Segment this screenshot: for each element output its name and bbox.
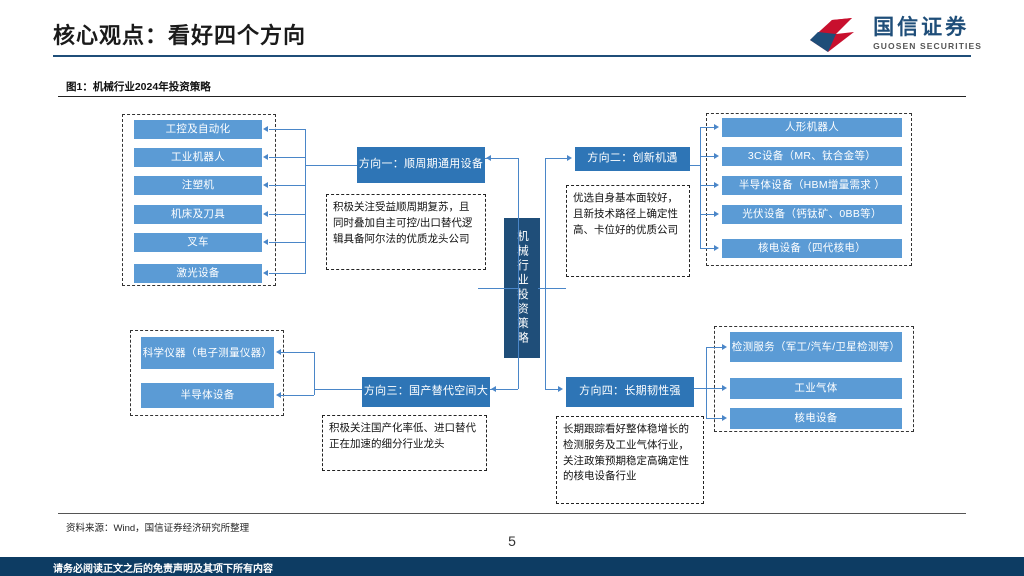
desc-direction-four: 长期跟踪看好整体稳增长的检测服务及工业气体行业，关注政策预期稳定高确定性的核电设… bbox=[556, 416, 704, 504]
connector-d1-center-h bbox=[485, 158, 518, 160]
arrow-d1-title bbox=[486, 155, 491, 161]
arrow-d3-1 bbox=[276, 392, 281, 398]
arrow-d2-2 bbox=[714, 182, 719, 188]
arrow-d4-2 bbox=[722, 415, 727, 421]
node-d3-item-0[interactable]: 科学仪器（电子测量仪器） bbox=[141, 337, 274, 369]
node-d1-item-1[interactable]: 工业机器人 bbox=[134, 148, 262, 167]
connector-center-d4-v bbox=[545, 288, 547, 389]
arrow-d4-title bbox=[558, 386, 563, 392]
arrow-d2-3 bbox=[714, 211, 719, 217]
arrow-d2-1 bbox=[714, 153, 719, 159]
connector-d3-center-v bbox=[518, 288, 520, 389]
arrow-d4-0 bbox=[722, 344, 727, 350]
connector-d4-2 bbox=[706, 418, 723, 420]
spine-d1 bbox=[305, 129, 307, 274]
spine-d3 bbox=[314, 352, 316, 395]
connector-d2-1 bbox=[700, 156, 715, 158]
connector-d3-to-title bbox=[314, 389, 362, 391]
spine-d2 bbox=[700, 127, 702, 249]
brand-logo: 国信证券 GUOSEN SECURITIES bbox=[806, 14, 982, 54]
node-d2-item-0[interactable]: 人形机器人 bbox=[722, 118, 902, 137]
connector-center-d2-v bbox=[545, 158, 547, 288]
arrow-d1-0 bbox=[263, 126, 268, 132]
connector-d1-0 bbox=[269, 129, 305, 131]
connector-d3-0 bbox=[281, 352, 314, 354]
connector-d1-2 bbox=[269, 185, 305, 187]
arrow-d3-title bbox=[491, 386, 496, 392]
connector-center-d4-h bbox=[545, 389, 559, 391]
group-box-direction-three bbox=[130, 330, 284, 416]
desc-direction-one: 积极关注受益顺周期复苏，且同时叠加自主可控/出口替代逻辑具备阿尔法的优质龙头公司 bbox=[326, 194, 486, 270]
node-direction-four-title[interactable]: 方向四：长期韧性强 bbox=[566, 377, 694, 407]
node-d2-item-2[interactable]: 半导体设备（HBM增量需求 ） bbox=[722, 176, 902, 195]
node-direction-two-title[interactable]: 方向二：创新机遇 bbox=[575, 147, 690, 171]
group-box-direction-four bbox=[714, 326, 914, 432]
connector-d1-3 bbox=[269, 214, 305, 216]
guosen-logo-icon bbox=[810, 18, 855, 52]
connector-d4-title-to-spine bbox=[694, 388, 706, 390]
logo-text-cn: 国信证券 bbox=[873, 16, 970, 40]
group-box-direction-one bbox=[122, 114, 276, 286]
title-underline bbox=[53, 55, 971, 57]
connector-d2-3 bbox=[700, 214, 715, 216]
node-d3-item-1[interactable]: 半导体设备 bbox=[141, 383, 274, 408]
arrow-d2-4 bbox=[714, 245, 719, 251]
desc-direction-three: 积极关注国产化率低、进口替代正在加速的细分行业龙头 bbox=[322, 415, 487, 471]
arrow-d1-1 bbox=[263, 154, 268, 160]
connector-center-right bbox=[538, 288, 566, 290]
arrow-d1-5 bbox=[263, 270, 268, 276]
connector-d3-center-h bbox=[490, 389, 518, 391]
node-d1-item-0[interactable]: 工控及自动化 bbox=[134, 120, 262, 139]
node-d4-item-0[interactable]: 检测服务（军工/汽车/卫星检测等） bbox=[730, 332, 902, 362]
logo-text-en: GUOSEN SECURITIES bbox=[873, 41, 982, 52]
page-title: 核心观点：看好四个方向 bbox=[53, 23, 307, 48]
connector-d2-2 bbox=[700, 185, 715, 187]
spine-d4 bbox=[706, 347, 708, 419]
connector-center-left bbox=[478, 288, 518, 290]
node-d1-item-5[interactable]: 激光设备 bbox=[134, 264, 262, 283]
source-rule bbox=[58, 513, 966, 514]
node-d2-item-1[interactable]: 3C设备（MR、钛合金等） bbox=[722, 147, 902, 166]
connector-d4-0 bbox=[706, 347, 723, 349]
connector-d2-0 bbox=[700, 127, 715, 129]
arrow-d2-title bbox=[567, 155, 572, 161]
group-box-direction-two bbox=[706, 113, 912, 266]
arrow-d1-4 bbox=[263, 239, 268, 245]
node-d4-item-2[interactable]: 核电设备 bbox=[730, 408, 902, 429]
connector-d1-center-v bbox=[518, 158, 520, 288]
figure-caption: 图1：机械行业2024年投资策略 bbox=[66, 81, 211, 93]
node-direction-one-title[interactable]: 方向一：顺周期通用设备 bbox=[357, 147, 485, 183]
connector-d2-4 bbox=[700, 248, 715, 250]
arrow-d1-2 bbox=[263, 182, 268, 188]
arrow-d2-0 bbox=[714, 124, 719, 130]
node-d1-item-2[interactable]: 注塑机 bbox=[134, 176, 262, 195]
bottom-bar: 请务必阅读正文之后的免责声明及其项下所有内容 bbox=[0, 557, 1024, 576]
connector-d1-to-title bbox=[305, 165, 357, 167]
node-d1-item-3[interactable]: 机床及刀具 bbox=[134, 205, 262, 224]
disclaimer-text: 请务必阅读正文之后的免责声明及其项下所有内容 bbox=[53, 564, 273, 575]
node-d1-item-4[interactable]: 叉车 bbox=[134, 233, 262, 252]
arrow-d3-0 bbox=[276, 349, 281, 355]
arrow-d4-1 bbox=[722, 385, 727, 391]
desc-direction-two: 优选自身基本面较好，且新技术路径上确定性高、卡位好的优质公司 bbox=[566, 185, 690, 277]
connector-d4-1 bbox=[706, 388, 723, 390]
connector-d1-5 bbox=[269, 273, 305, 275]
node-d4-item-1[interactable]: 工业气体 bbox=[730, 378, 902, 399]
node-d2-item-4[interactable]: 核电设备（四代核电） bbox=[722, 239, 902, 258]
connector-center-d2-h bbox=[545, 158, 568, 160]
arrow-d1-3 bbox=[263, 211, 268, 217]
connector-d2-title-to-spine bbox=[690, 165, 701, 167]
connector-d1-1 bbox=[269, 157, 305, 159]
node-direction-three-title[interactable]: 方向三：国产替代空间大 bbox=[362, 377, 490, 407]
node-d2-item-3[interactable]: 光伏设备（钙钛矿、0BB等） bbox=[722, 205, 902, 224]
connector-d3-1 bbox=[281, 395, 314, 397]
figure-rule bbox=[58, 96, 966, 98]
page-number: 5 bbox=[508, 533, 516, 549]
source-note: 资料来源：Wind，国信证券经济研究所整理 bbox=[66, 523, 250, 534]
connector-d1-4 bbox=[269, 242, 305, 244]
